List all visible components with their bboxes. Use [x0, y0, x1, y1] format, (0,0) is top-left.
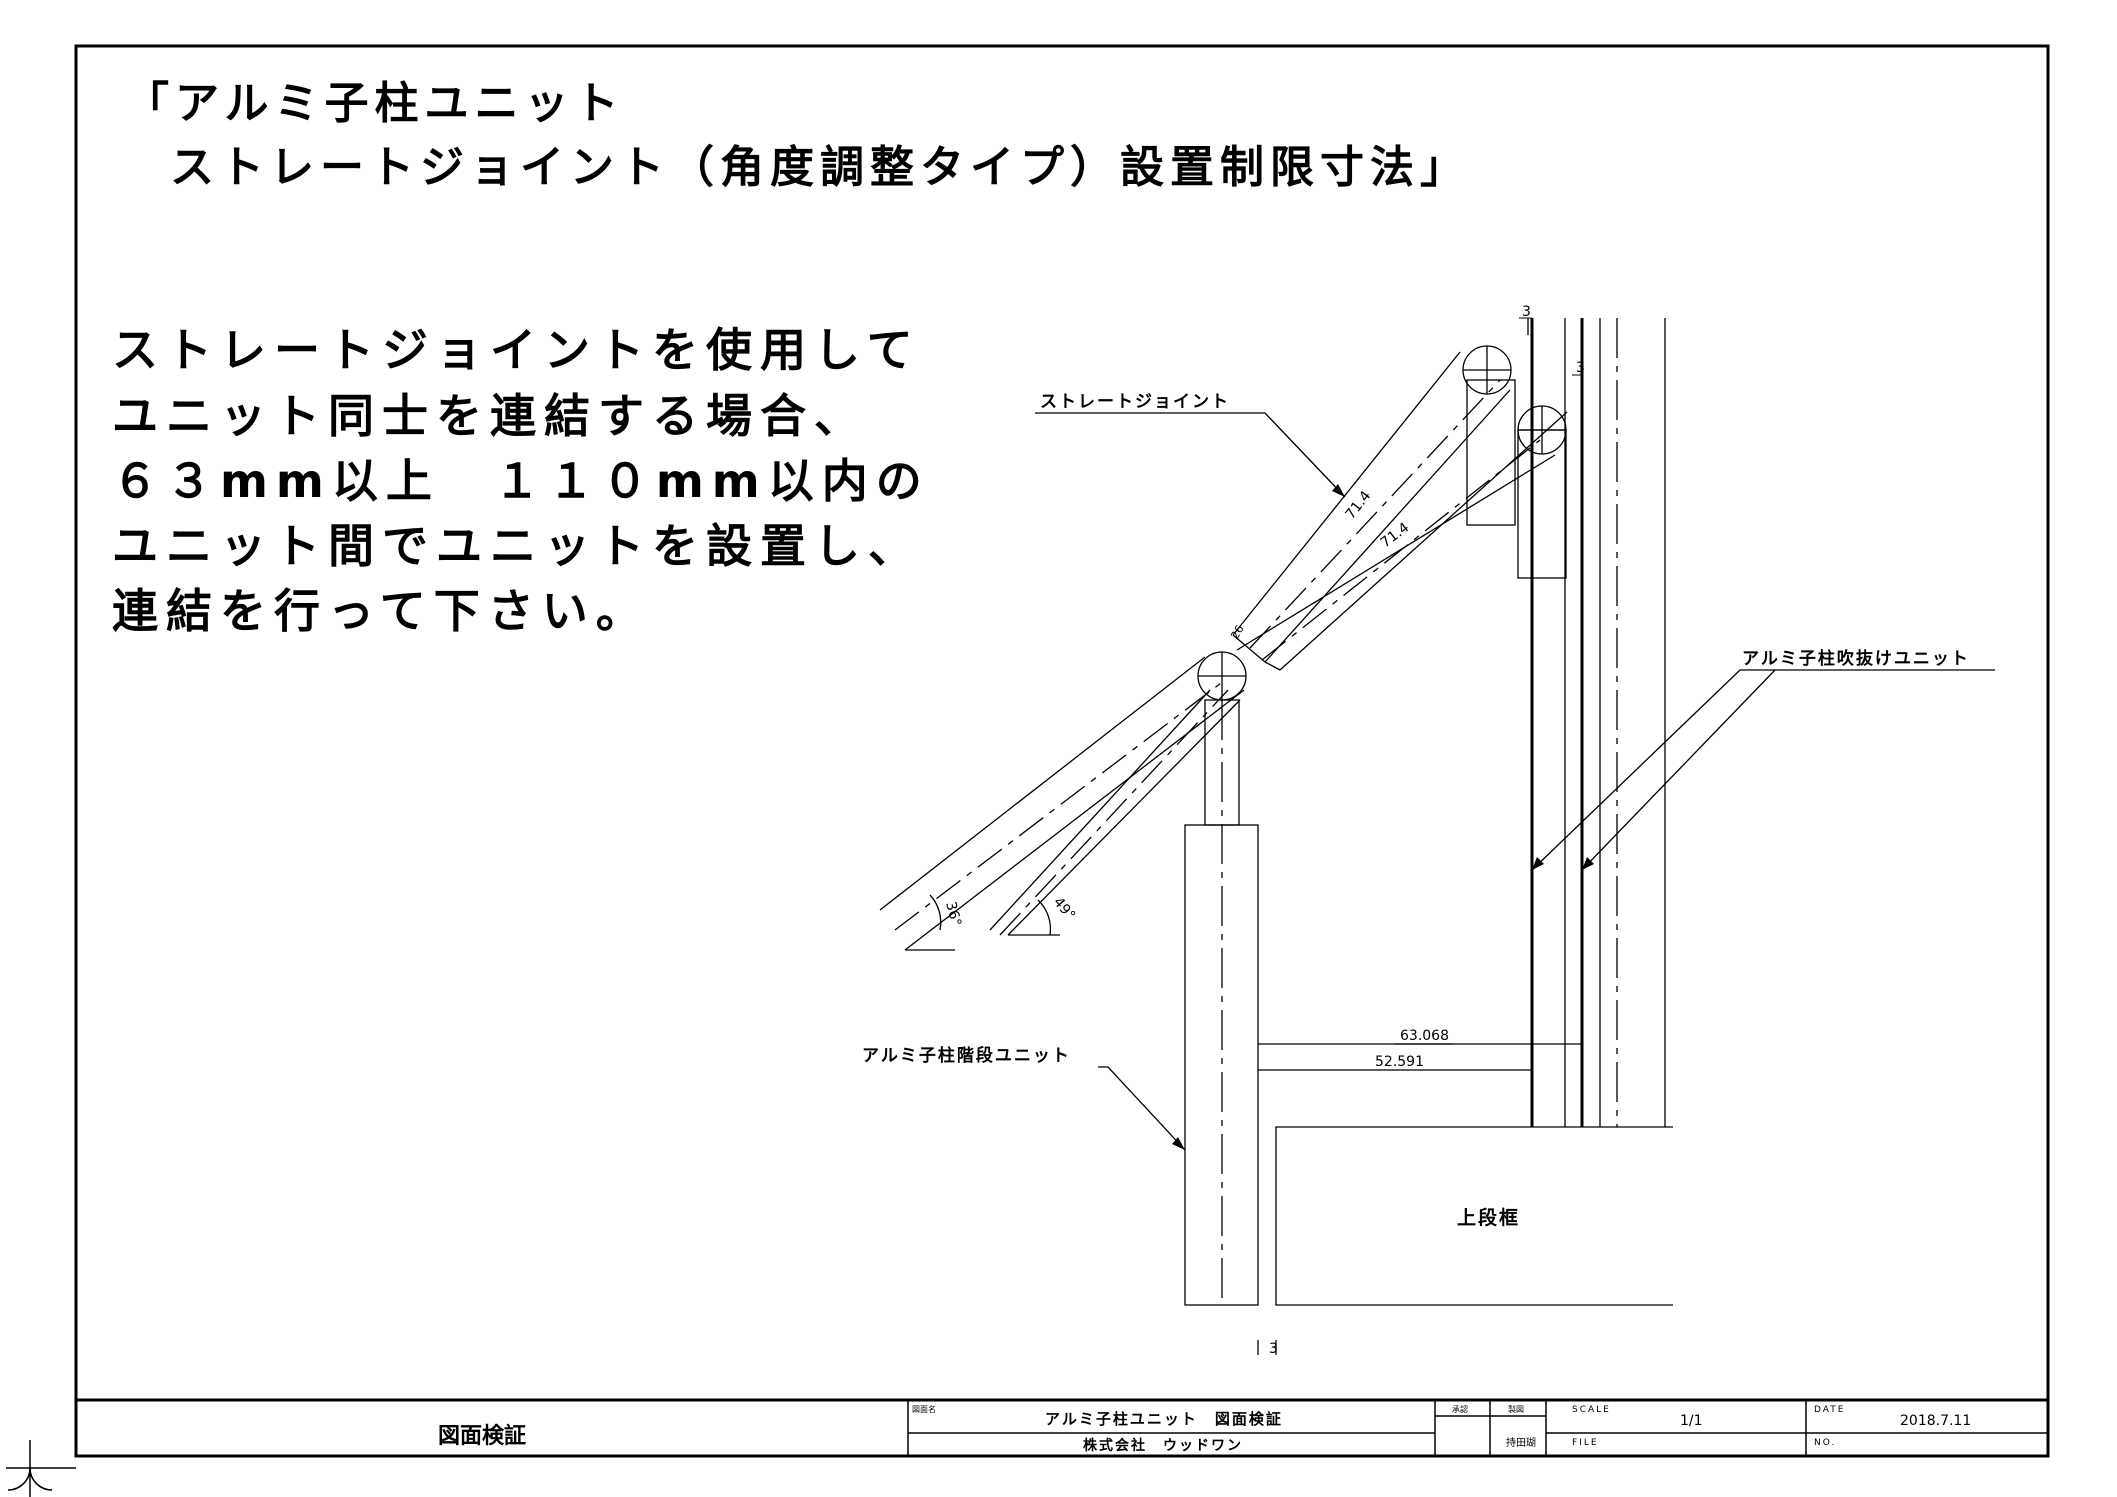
description-line: ６３mm以上 １１０mm以内の	[112, 454, 930, 508]
drawing-labels: ストレートジョイント アルミ子柱吹抜けユニット アルミ子柱階段ユニット 上段框	[862, 392, 1970, 1229]
upper-frame	[1275, 1126, 1673, 1306]
upper-arm	[1232, 351, 1568, 671]
dim-gap-min: 52.591	[1375, 1054, 1424, 1070]
drawing-name: アルミ子柱ユニット 図面検証	[1045, 1410, 1283, 1428]
registration-mark	[6, 1440, 76, 1497]
dimension-labels: 63.068 52.591 71.4 71.4 36° 49° 3 3 3 26	[942, 304, 1585, 1357]
drawn-label: 製図	[1508, 1404, 1524, 1414]
title-block	[76, 1398, 2048, 1456]
description-line: ストレートジョイントを使用して	[112, 323, 921, 377]
no-label: NO.	[1814, 1438, 1836, 1448]
atrium-post	[1527, 318, 1666, 1127]
dim-small-a: 3	[1522, 304, 1531, 320]
dim-small-b: 3	[1576, 360, 1585, 376]
description: ストレートジョイントを使用して ユニット同士を連結する場合、 ６３mm以上 １１…	[112, 323, 930, 638]
arrow-heads	[1172, 484, 1594, 1150]
file-label: FILE	[1572, 1438, 1599, 1448]
label-stair-unit: アルミ子柱階段ユニット	[862, 1045, 1071, 1066]
date-label: DATE	[1814, 1405, 1845, 1415]
label-upper-frame: 上段框	[1457, 1206, 1520, 1229]
drafter-name: 持田瑚	[1506, 1436, 1536, 1449]
company-name: 株式会社 ウッドワン	[1083, 1437, 1243, 1454]
review-label: 図面検証	[438, 1423, 526, 1449]
stair-post	[1184, 699, 1277, 1355]
title-line-2: ストレートジョイント（角度調整タイプ）設置制限寸法」	[170, 142, 1470, 193]
leader-lines	[1035, 412, 1995, 1151]
dim-small-c: 3	[1269, 1341, 1278, 1357]
scale-value: 1/1	[1680, 1413, 1703, 1429]
sheet-border	[74, 44, 2050, 1458]
dim-angle-b: 49°	[1050, 894, 1078, 923]
label-atrium-unit: アルミ子柱吹抜けユニット	[1742, 648, 1970, 669]
gap-dimensions	[1258, 1043, 1582, 1071]
lower-arm	[879, 656, 1245, 951]
dim-len-lower: 71.4	[1378, 520, 1413, 552]
description-line: ユニット同士を連結する場合、	[112, 389, 868, 443]
scale-label: SCALE	[1572, 1405, 1611, 1415]
description-line: 連結を行って下さい。	[112, 584, 650, 638]
label-straight-joint: ストレートジョイント	[1040, 392, 1230, 412]
technical-drawing	[879, 318, 1995, 1355]
dim-gap-max: 63.068	[1400, 1028, 1449, 1044]
title-block-text: 図面検証 図面名 アルミ子柱ユニット 図面検証 株式会社 ウッドワン 承認 製図…	[438, 1404, 1971, 1454]
date-value: 2018.7.11	[1900, 1413, 1971, 1429]
angle-arc-a	[929, 894, 942, 931]
angle-arc-b	[1037, 899, 1052, 936]
title-line-1: 「アルミ子柱ユニット	[125, 78, 625, 129]
dim-angle-a: 36°	[942, 900, 964, 928]
description-line: ユニット間でユニットを設置し、	[112, 519, 922, 573]
dim-small-joint: 26	[1228, 623, 1246, 642]
approval-label: 承認	[1452, 1404, 1468, 1414]
drawing-name-label: 図面名	[912, 1404, 936, 1414]
